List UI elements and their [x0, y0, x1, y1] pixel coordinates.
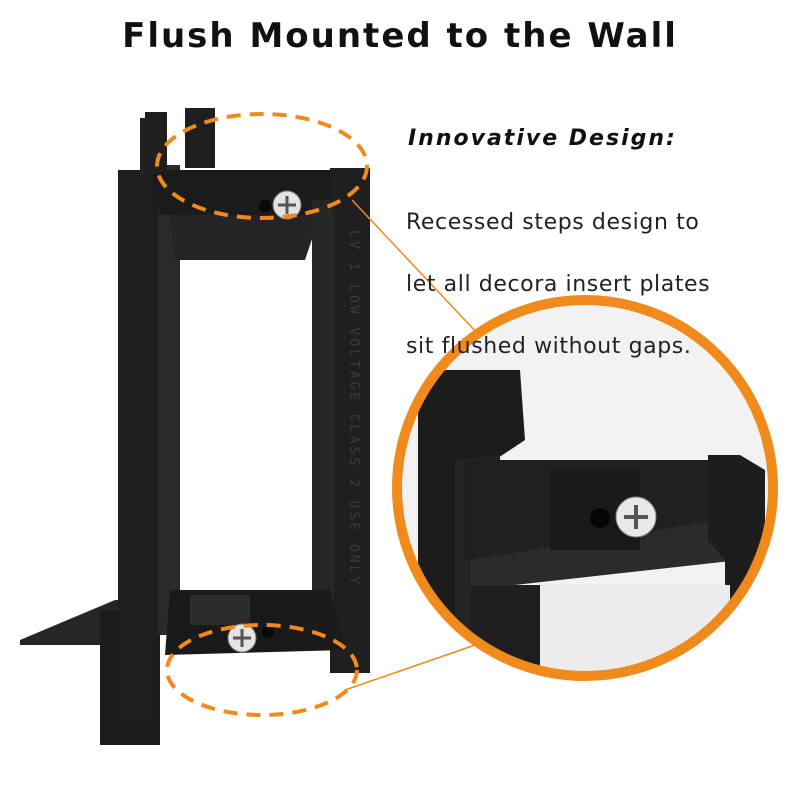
bottom-recess-highlight: [165, 623, 359, 717]
bracket-right-rail: [330, 168, 370, 673]
zoom-connector-bottom: [344, 643, 479, 691]
screw-icon: [272, 190, 302, 220]
bracket-left-rail: [118, 170, 158, 720]
feature-description-line: sit flushed without gaps.: [406, 334, 692, 359]
zoom-circle-frame: [392, 295, 778, 681]
zoom-connector-top: [351, 199, 479, 335]
bracket-top-crossbar: [150, 170, 340, 215]
top-recess-highlight: [155, 112, 369, 220]
feature-description-line: let all decora insert plates: [406, 272, 711, 297]
feature-description-line: Recessed steps design to: [406, 210, 700, 235]
page-title: Flush Mounted to the Wall: [122, 16, 678, 56]
low-voltage-bracket: LV-1 LOW VOLTAGE CLASS 2 USE ONLY: [20, 108, 370, 745]
zoom-detail: [397, 300, 773, 676]
feature-heading: Innovative Design:: [408, 126, 677, 151]
screw-icon: [227, 623, 257, 653]
screw-icon: [615, 496, 657, 538]
feature-description: Recessed steps design to let all decora …: [406, 176, 786, 393]
bracket-imprint: LV-1 LOW VOLTAGE CLASS 2 USE ONLY: [346, 230, 361, 587]
